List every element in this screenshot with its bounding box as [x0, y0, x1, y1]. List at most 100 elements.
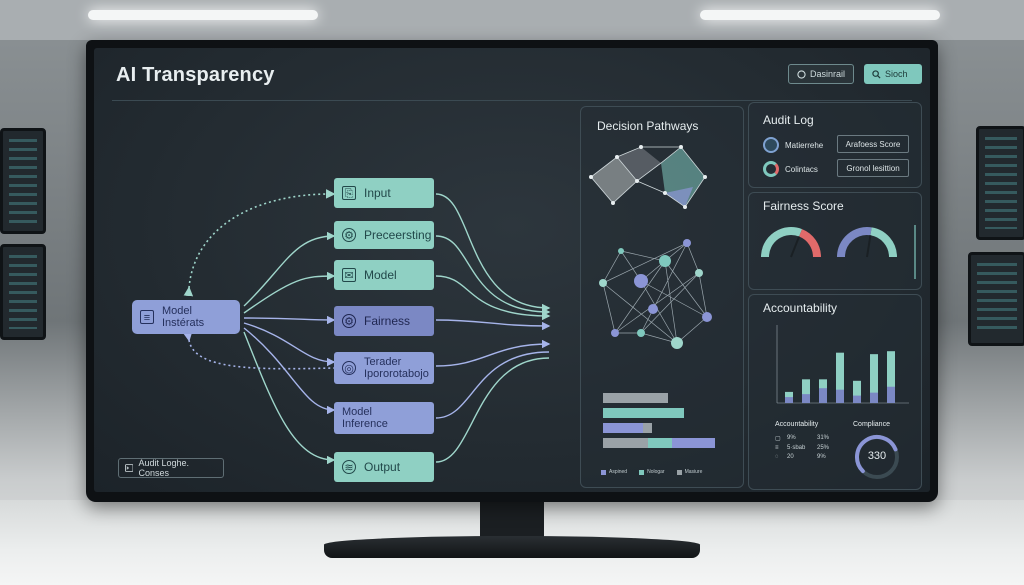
flow-node-input[interactable]: ⎘ Input [334, 178, 434, 208]
gauge-arc [761, 227, 803, 258]
background-monitor [0, 244, 46, 340]
gauge-arc [870, 227, 897, 258]
dashboard-screen: AI Transparency Dasinrail Sioch [94, 48, 930, 492]
ring-chart-icon [763, 161, 779, 177]
source-node-line1: Model [162, 305, 192, 317]
table-row: ▢9%31% [775, 435, 830, 442]
node-label-line2: Inference [342, 418, 388, 430]
compliance-gauge [855, 435, 899, 479]
search-button-label: Sioch [885, 69, 908, 79]
accountability-bar [853, 380, 861, 403]
table-cell: 25% [817, 445, 830, 451]
node-label-line1: Model [342, 406, 372, 418]
legend-label: Aspined [609, 469, 628, 475]
gauge-arc [798, 229, 821, 258]
ceiling [0, 0, 1024, 40]
accountability-bar-chart [776, 325, 909, 404]
pathway-bar [603, 393, 668, 403]
table-cell: 5·sbab [787, 445, 806, 451]
audit-log-title: Audit Log [763, 113, 814, 127]
audit-row-label: Matierrehe [785, 140, 824, 150]
background-monitor [976, 126, 1024, 240]
audit-log-console-button[interactable]: Audit Loghe. Conses [118, 458, 224, 478]
legend-item: Nologar [639, 469, 665, 475]
flow-connectors [182, 189, 551, 465]
flow-node-model[interactable]: ✉ Model [334, 260, 434, 290]
flow-node-fairness[interactable]: ⚙ Fairness [334, 306, 434, 336]
mail-icon: ✉ [342, 268, 356, 282]
pathway-bar [672, 438, 715, 448]
gauge-needle [866, 235, 872, 258]
background-monitor [968, 252, 1024, 346]
audit-row-label: Colintacs [785, 164, 818, 174]
accountability-bar-segment [887, 386, 895, 403]
document-icon: ≡ [140, 310, 154, 324]
accountability-bar-segment [853, 395, 861, 403]
legend-item: Aspined [601, 469, 627, 475]
dashboard-button[interactable]: Dasinrail [788, 64, 854, 84]
accountability-title: Accountability [763, 301, 838, 315]
accountability-bar-segment [836, 389, 844, 403]
accountability-bar [802, 379, 810, 403]
table-cell: 31% [817, 435, 830, 441]
legend-label: Nologar [647, 469, 665, 475]
pathway-legend: Aspined Nologar Masiure [601, 469, 731, 475]
gear-icon: ⚙ [342, 228, 356, 242]
search-button[interactable]: Sioch [864, 64, 922, 84]
document-icon: ⎘ [342, 186, 356, 200]
background-monitor [0, 128, 46, 234]
pathway-bar-chart [603, 393, 719, 457]
audit-row-tag[interactable]: Gronol lesittion [837, 159, 909, 177]
accountability-bar-segment [802, 394, 810, 403]
pathway-bar [603, 438, 648, 448]
node-label: Preceersting [364, 228, 432, 242]
accountability-panel: Accountability Accountability ▢9%31% ≡5·… [748, 294, 922, 490]
audit-row-tag[interactable]: Arafoess Score [837, 135, 909, 153]
flow-node-output[interactable]: ≋ Output [334, 452, 434, 482]
decision-pathways-title: Decision Pathways [597, 119, 699, 133]
app-title: AI Transparency [116, 64, 275, 86]
monitor: AI Transparency Dasinrail Sioch [86, 40, 938, 502]
gauge-needle [790, 236, 801, 258]
target-icon: ◎ [342, 361, 356, 375]
fairness-score-panel: Fairness Score [748, 192, 922, 290]
ceiling-light [88, 10, 318, 20]
gauge-arc [837, 227, 872, 258]
pathway-bar [603, 408, 684, 418]
fairness-gauge [761, 227, 821, 258]
accountability-bar [887, 351, 895, 403]
flow-node-preprocessing[interactable]: ⚙ Preceersting [334, 221, 434, 249]
audit-log-console-label: Audit Loghe. Conses [138, 458, 189, 478]
audit-log-panel: Audit Log Matierrehe Arafoess Score Coli… [748, 102, 922, 188]
accountability-bar [870, 354, 878, 403]
audit-row[interactable]: Colintacs [763, 161, 818, 177]
audit-row[interactable]: Matierrehe [763, 137, 823, 153]
legend-item: Masiure [676, 469, 702, 475]
log-icon [763, 137, 779, 153]
ceiling-light [700, 10, 940, 20]
table-cell: 9% [787, 435, 796, 441]
node-label: Model [364, 268, 397, 282]
node-label: Input [364, 186, 391, 200]
monitor-stand-base [324, 536, 700, 558]
table-cell: 9% [817, 454, 826, 460]
terminal-icon [125, 464, 134, 472]
fairness-gauge [837, 227, 897, 258]
header-divider [112, 100, 912, 101]
node-label: Fairness [364, 314, 411, 328]
signal-icon: ≋ [342, 460, 356, 474]
pathway-bar [643, 423, 653, 433]
node-label-line2: Ipororotabojo [364, 368, 429, 380]
node-label: Output [364, 460, 401, 474]
decision-pathways-panel: Decision Pathways [580, 106, 744, 488]
pathway-bar [603, 423, 644, 433]
accountability-table-title: Accountability [775, 421, 819, 428]
fairness-score-title: Fairness Score [763, 199, 844, 213]
accountability-bar [836, 352, 844, 403]
